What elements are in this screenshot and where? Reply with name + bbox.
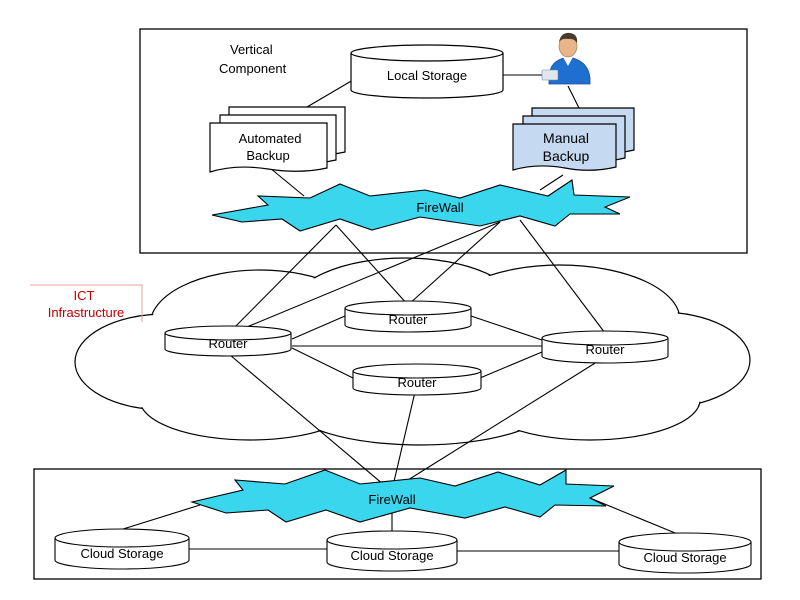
cloud-storage-left: Cloud Storage <box>54 528 190 570</box>
manual-backup-label-line1: Manual <box>543 130 589 146</box>
vertical-component-label-line2: Component <box>219 61 287 76</box>
manual-backup-stack: Manual Backup <box>512 107 635 171</box>
vertical-component-label-line1: Vertical <box>230 42 273 57</box>
ict-infrastructure-label: ICT Infrastructure <box>30 284 143 322</box>
router-left: Router <box>164 325 292 357</box>
firewall-bottom-label: FireWall <box>368 492 415 507</box>
firewall-top-label: FireWall <box>416 200 463 215</box>
automated-backup-label-line2: Backup <box>246 148 289 163</box>
connection-lines <box>119 74 681 552</box>
local-storage-cylinder: Local Storage <box>350 44 504 99</box>
automated-backup-stack: Automated Backup <box>209 106 346 173</box>
cloud-storage-center-label: Cloud Storage <box>350 548 433 563</box>
cloud-storage-center: Cloud Storage <box>326 530 458 572</box>
firewall-top: FireWall <box>211 179 631 232</box>
router-top: Router <box>344 300 472 333</box>
router-right: Router <box>541 330 669 364</box>
ict-label-line2: Infrastructure <box>48 305 125 320</box>
local-storage-label: Local Storage <box>387 68 467 83</box>
cloud-storage-right: Cloud Storage <box>618 532 752 574</box>
ict-label-line1: ICT <box>74 288 95 303</box>
user-icon <box>541 32 591 85</box>
firewall-bottom: FireWall <box>189 469 615 523</box>
router-middle: Router <box>352 363 482 396</box>
router-top-label: Router <box>388 312 428 327</box>
cloud-storage-left-label: Cloud Storage <box>80 546 163 561</box>
manual-backup-label-line2: Backup <box>543 148 590 164</box>
router-middle-label: Router <box>397 375 437 390</box>
router-right-label: Router <box>585 342 625 357</box>
router-left-label: Router <box>208 336 248 351</box>
automated-backup-label-line1: Automated <box>239 131 302 146</box>
cloud-storage-right-label: Cloud Storage <box>643 550 726 565</box>
